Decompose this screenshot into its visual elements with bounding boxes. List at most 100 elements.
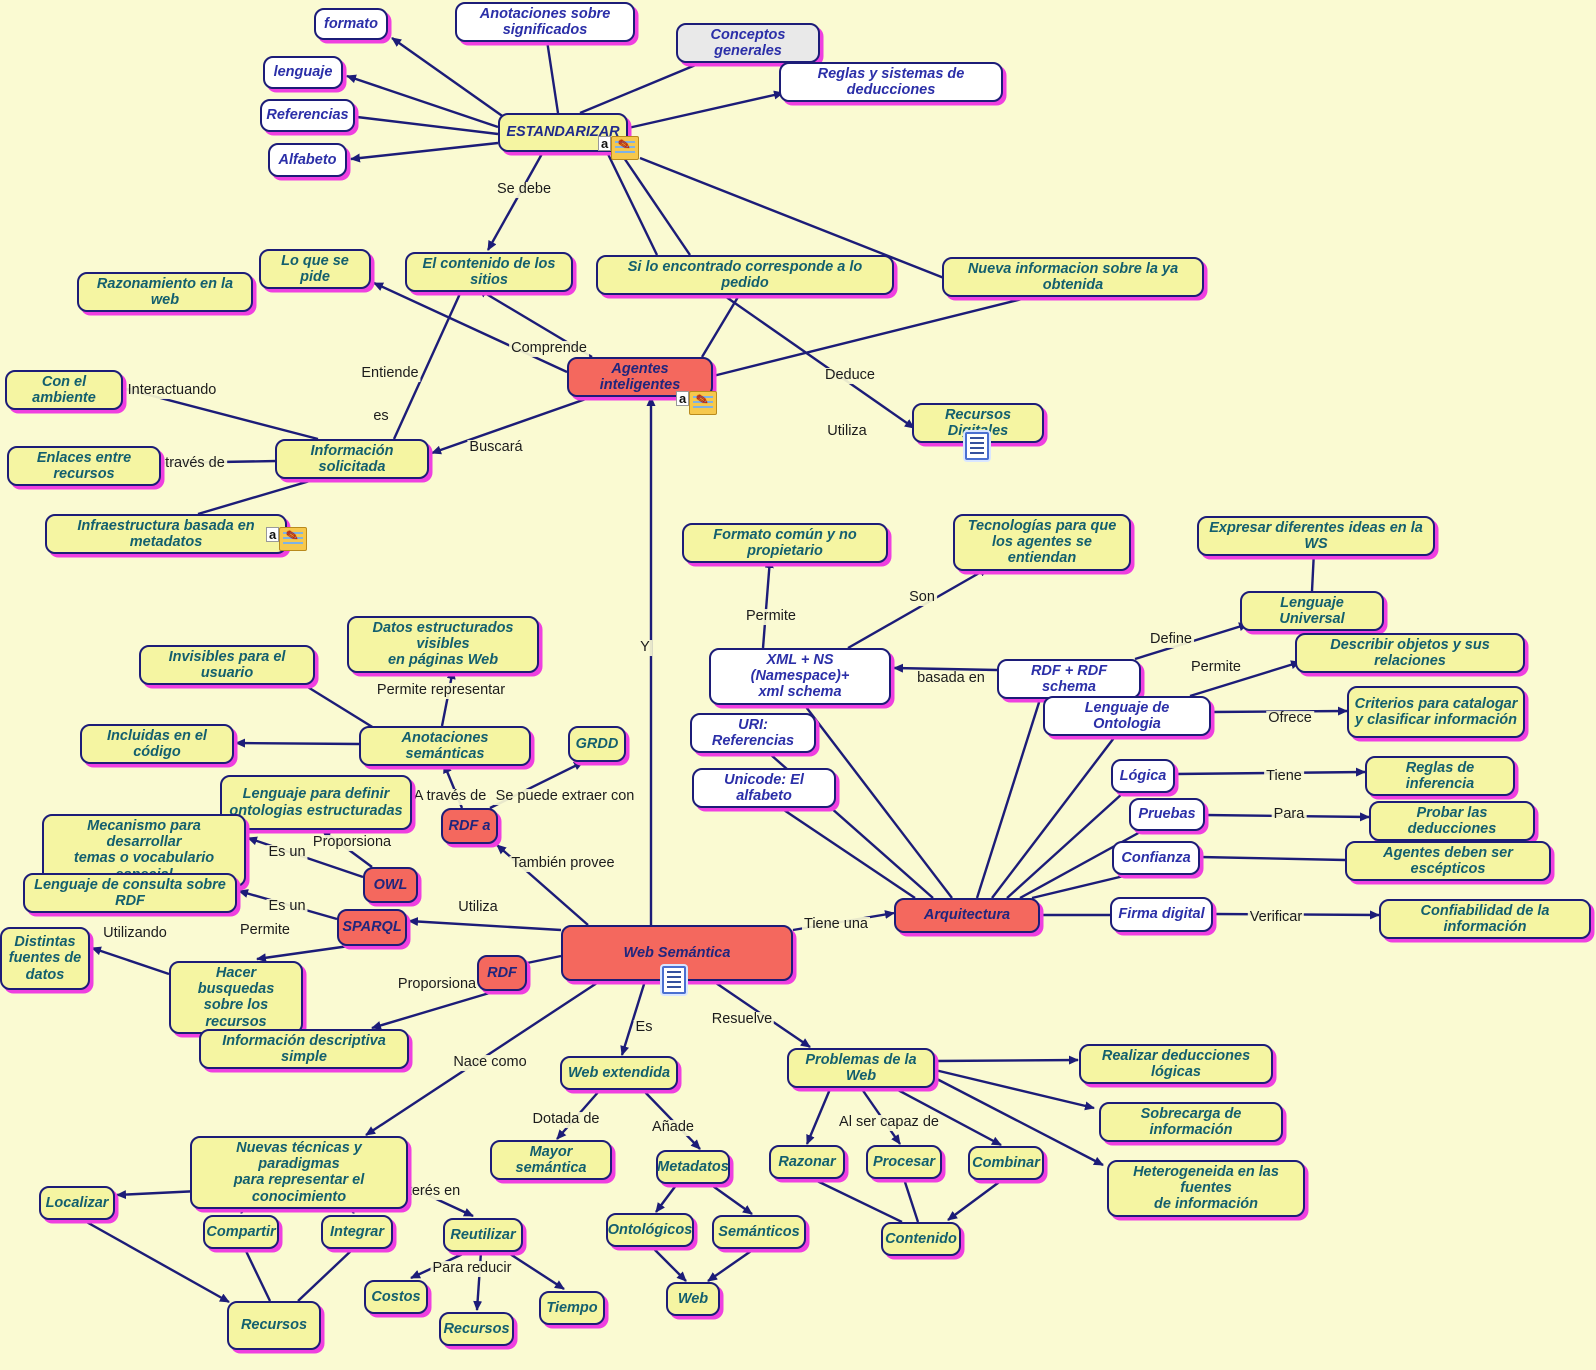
node-sparql[interactable]: SPARQL: [337, 909, 407, 946]
node-razonar[interactable]: Razonar: [769, 1145, 845, 1179]
node-contenido[interactable]: Contenido: [881, 1222, 961, 1256]
edge-anotaciones-significados-estandarizar: [544, 33, 560, 114]
edge-problemas-web-heterogeneida: [934, 1076, 1104, 1167]
node-arquitectura[interactable]: Arquitectura: [894, 898, 1040, 933]
node-reglas-sistemas[interactable]: Reglas y sistemas de deducciones: [779, 62, 1003, 103]
node-criterios-catalogar[interactable]: Criterios para catalogar y clasificar in…: [1347, 686, 1525, 738]
annotation-icon[interactable]: a✎: [598, 136, 640, 160]
node-enlaces-recursos[interactable]: Enlaces entre recursos: [7, 446, 161, 487]
node-web[interactable]: Web: [666, 1282, 720, 1316]
node-lenguaje[interactable]: lenguaje: [263, 56, 343, 89]
node-heterogeneida[interactable]: Heterogeneida en las fuentes de informac…: [1107, 1160, 1305, 1217]
annotation-icon[interactable]: a✎: [676, 391, 718, 415]
edge-label: Proporsiona: [395, 976, 479, 993]
node-agentes-escepticos[interactable]: Agentes deben ser escépticos: [1345, 841, 1551, 882]
node-costos[interactable]: Costos: [364, 1280, 428, 1314]
node-informacion-descriptiva[interactable]: Información descriptiva simple: [199, 1029, 409, 1070]
node-probar-deducciones[interactable]: Probar las deducciones: [1369, 801, 1535, 842]
node-confianza[interactable]: Confianza: [1112, 841, 1200, 875]
node-pruebas[interactable]: Pruebas: [1129, 798, 1205, 831]
document-icon[interactable]: [965, 432, 989, 460]
node-tiempo[interactable]: Tiempo: [539, 1291, 605, 1325]
node-mayor-semantica[interactable]: Mayor semántica: [490, 1140, 612, 1181]
edge-label: Para reducir: [430, 1260, 514, 1277]
node-referencias[interactable]: Referencias: [260, 99, 355, 132]
node-anotaciones-semanticas[interactable]: Anotaciones semánticas: [359, 726, 531, 767]
node-metadatos[interactable]: Metadatos: [656, 1150, 730, 1184]
node-firma-digital[interactable]: Firma digital: [1110, 897, 1213, 932]
node-hacer-busquedas[interactable]: Hacer busquedas sobre los recursos: [169, 961, 303, 1034]
node-lenguaje-universal[interactable]: Lenguaje Universal: [1240, 591, 1384, 632]
edge-confianza-agentes-escepticos: [1199, 855, 1346, 862]
node-ontologicos[interactable]: Ontológicos: [606, 1213, 694, 1247]
node-lenguaje-consulta[interactable]: Lenguaje de consulta sobre RDF: [23, 873, 237, 914]
edge-integrar-recursos-grande: [297, 1248, 354, 1302]
node-lenguaje-ontologia[interactable]: Lenguaje de Ontologia: [1043, 696, 1211, 737]
node-procesar[interactable]: Procesar: [866, 1145, 942, 1179]
edge-label: Ofrece: [1266, 710, 1314, 727]
node-confiabilidad[interactable]: Confiabilidad de la información: [1379, 899, 1591, 940]
node-formato-comun[interactable]: Formato común y no propietario: [682, 523, 888, 564]
edge-label: Tiene: [1264, 768, 1304, 785]
edge-reutilizar-tiempo: [506, 1250, 565, 1291]
node-recursos-digitales[interactable]: Recursos Digitales: [912, 403, 1044, 444]
node-logica[interactable]: Lógica: [1111, 759, 1175, 793]
edge-label: Nace como: [451, 1054, 529, 1071]
node-invisibles-usuario[interactable]: Invisibles para el usuario: [139, 645, 315, 686]
node-nuevas-tecnicas[interactable]: Nuevas técnicas y paradigmas para repres…: [190, 1136, 408, 1209]
node-tecnologias-agentes[interactable]: Tecnologías para que los agentes se enti…: [953, 514, 1131, 571]
node-describir-objetos[interactable]: Describir objetos y sus relaciones: [1295, 633, 1525, 674]
edge-label: Se debe: [494, 181, 554, 198]
node-combinar[interactable]: Combinar: [968, 1146, 1044, 1180]
annotation-icon[interactable]: a✎: [266, 527, 308, 551]
node-xml-ns[interactable]: XML + NS (Namespace)+ xml schema: [709, 648, 891, 705]
node-incluidas-codigo[interactable]: Incluidas en el código: [80, 724, 234, 765]
edge-lenguaje-ontologia-arquitectura: [991, 729, 1121, 899]
node-informacion-solicitada[interactable]: Información solicitada: [275, 439, 429, 480]
node-rdf-a[interactable]: RDF a: [441, 808, 498, 844]
node-recursos-chico[interactable]: Recursos: [439, 1312, 514, 1346]
node-problemas-web[interactable]: Problemas de la Web: [787, 1048, 935, 1089]
edge-estandarizar-nueva-informacion: [639, 156, 945, 280]
node-integrar[interactable]: Integrar: [321, 1215, 393, 1249]
node-nueva-informacion[interactable]: Nueva informacion sobre la ya obtenida: [942, 257, 1204, 298]
edge-estandarizar-alfabeto: [350, 141, 499, 163]
node-datos-estructurados[interactable]: Datos estructurados visibles en páginas …: [347, 616, 539, 673]
node-grdd[interactable]: GRDD: [568, 726, 626, 762]
node-unicode-alfabeto[interactable]: Unicode: El alfabeto: [692, 768, 836, 809]
node-sobrecarga[interactable]: Sobrecarga de información: [1099, 1102, 1283, 1143]
node-si-lo-encontrado[interactable]: Si lo encontrado corresponde a lo pedido: [596, 255, 894, 296]
node-rdf[interactable]: RDF: [477, 955, 527, 991]
document-icon[interactable]: [662, 966, 686, 994]
node-con-el-ambiente[interactable]: Con el ambiente: [5, 370, 123, 411]
edge-label: Utilizando: [101, 925, 169, 942]
node-web-extendida[interactable]: Web extendida: [560, 1056, 678, 1090]
node-conceptos-generales[interactable]: Conceptos generales: [676, 23, 820, 64]
node-reutilizar[interactable]: Reutilizar: [443, 1218, 523, 1252]
node-recursos-grande[interactable]: Recursos: [227, 1301, 321, 1350]
node-infraestructura-metadatos[interactable]: Infraestructura basada en metadatos: [45, 514, 287, 555]
node-rdf-rdf-schema[interactable]: RDF + RDF schema: [997, 659, 1141, 700]
node-razonamiento-web[interactable]: Razonamiento en la web: [77, 272, 253, 313]
node-expresar-ideas[interactable]: Expresar diferentes ideas en la WS: [1197, 516, 1435, 557]
node-lenguaje-definir[interactable]: Lenguaje para definir ontologias estruct…: [220, 775, 412, 830]
node-alfabeto[interactable]: Alfabeto: [268, 143, 347, 177]
edge-problemas-web-sobrecarga: [934, 1068, 1095, 1111]
node-contenido-sitios[interactable]: El contenido de los sitios: [405, 252, 573, 293]
node-distintas-fuentes[interactable]: Distintas fuentes de datos: [0, 927, 90, 990]
node-reglas-inferencia[interactable]: Reglas de inferencia: [1365, 756, 1515, 797]
edge-label: Dotada de: [530, 1111, 602, 1128]
edge-web-extendida-metadatos: [642, 1089, 701, 1150]
node-agentes-inteligentes[interactable]: Agentes inteligentes: [567, 357, 713, 398]
node-semanticos[interactable]: Semánticos: [712, 1215, 806, 1249]
node-anotaciones-significados[interactable]: Anotaciones sobre significados: [455, 2, 635, 43]
node-owl[interactable]: OWL: [363, 867, 418, 903]
node-localizar[interactable]: Localizar: [39, 1186, 115, 1220]
edge-anotaciones-semanticas-invisibles-usuario: [297, 679, 375, 730]
edge-rdf-rdf-schema-xml-ns: [893, 663, 998, 673]
node-lo-que-se-pide[interactable]: Lo que se pide: [259, 249, 371, 290]
node-compartir[interactable]: Compartir: [203, 1215, 279, 1249]
node-realizar-deducciones[interactable]: Realizar deducciones lógicas: [1079, 1044, 1273, 1085]
node-uri-referencias[interactable]: URI: Referencias: [690, 713, 816, 754]
node-formato[interactable]: formato: [314, 8, 388, 40]
